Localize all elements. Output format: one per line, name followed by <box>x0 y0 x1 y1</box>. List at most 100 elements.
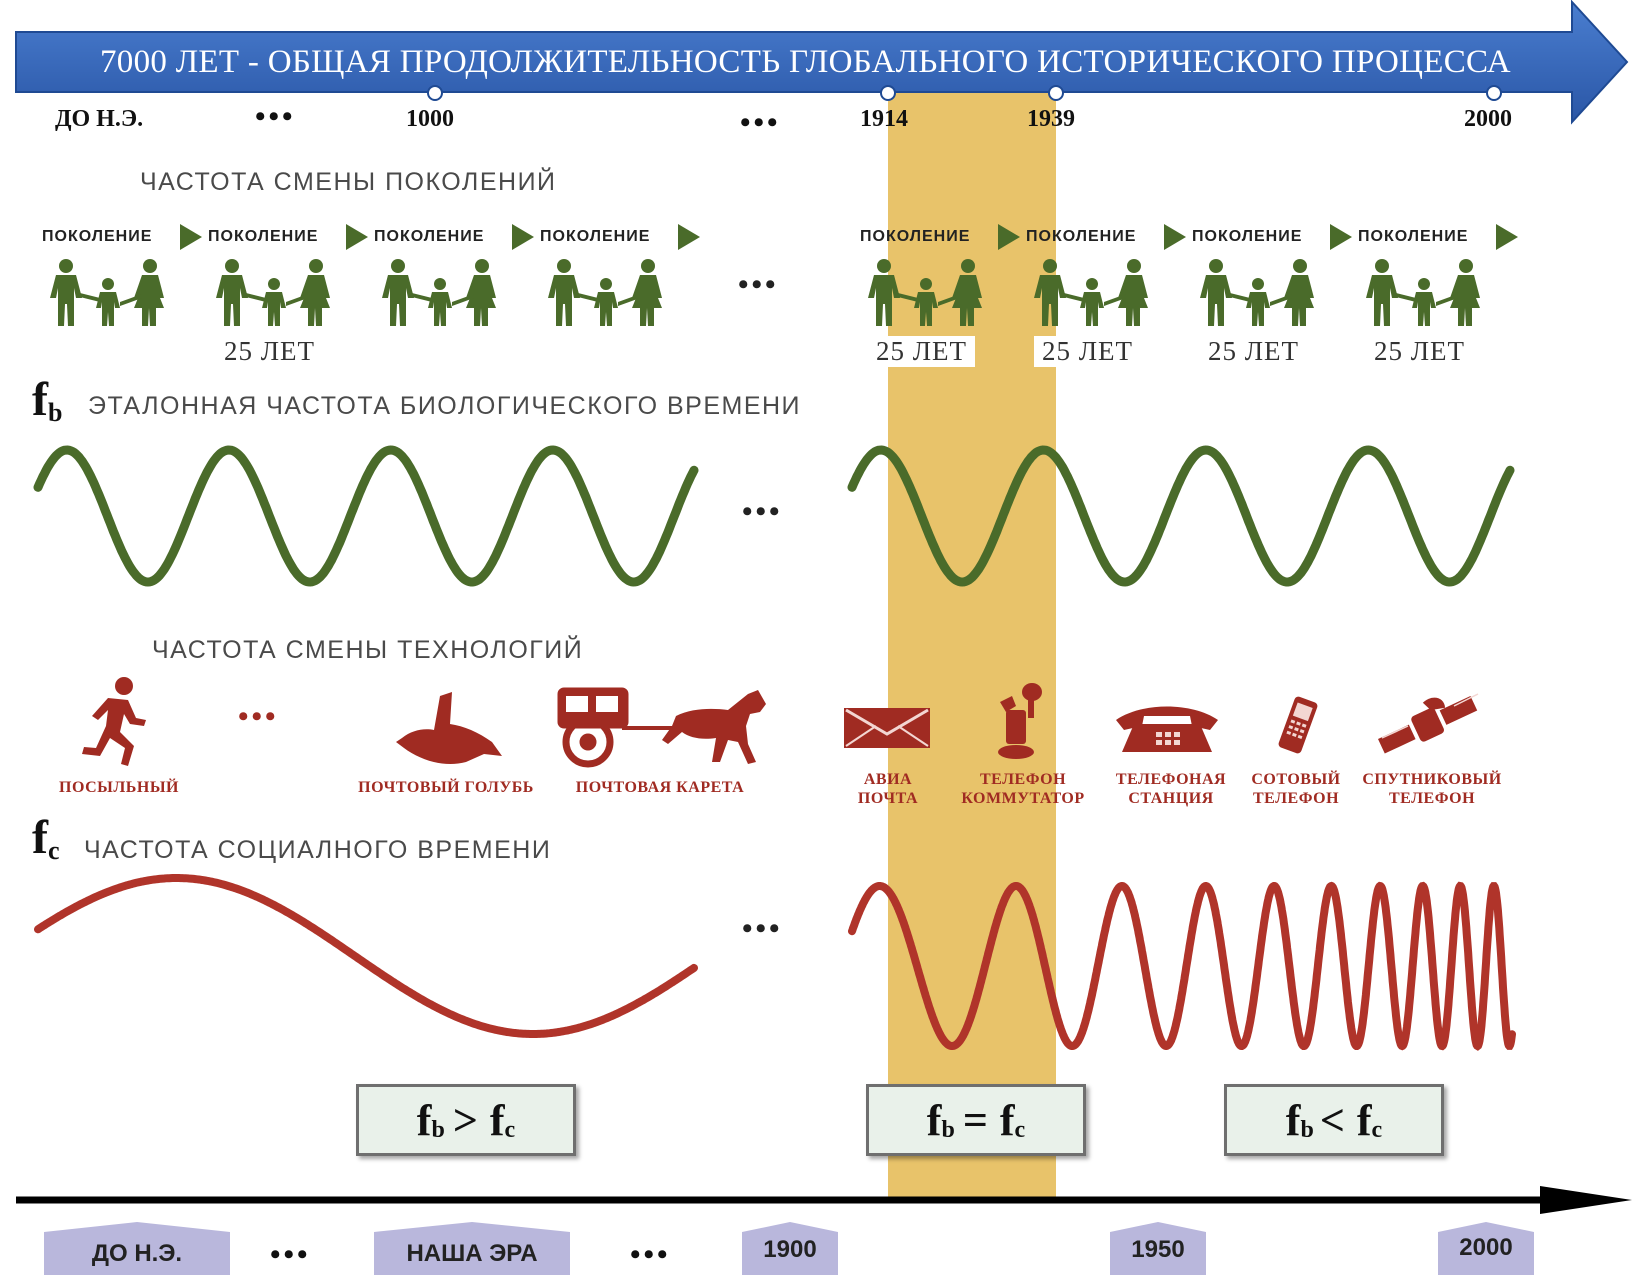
pigeon-icon <box>396 692 502 765</box>
runner-icon <box>82 677 146 766</box>
tech-label-station: ТЕЛЕФОНАЯ СТАНЦИЯ <box>1106 770 1236 808</box>
generation-arrow-icon <box>1496 224 1518 250</box>
bio-frequency-symbol: fb <box>32 372 62 427</box>
tech-label-switchboard-2: КОММУТАТОР <box>961 790 1085 807</box>
generations-title: ЧАСТОТА СМЕНЫ ПОКОЛЕНИЙ <box>140 168 557 196</box>
social-wave-chart <box>34 874 1516 1051</box>
cmp1-op: > <box>452 1095 478 1145</box>
top-timeline-year-1939: 1939 <box>1027 106 1075 132</box>
cmp1-left-sub: b <box>431 1116 445 1143</box>
generation-label: ПОКОЛЕНИЕ <box>540 228 651 245</box>
cell-phone-icon <box>1278 696 1318 754</box>
generation-arrow-icon <box>998 224 1020 250</box>
generation-label: ПОКОЛЕНИЕ <box>1192 228 1303 245</box>
tech-label-carriage: ПОЧТОВАЯ КАРЕТА <box>560 778 760 797</box>
tech-label-satphone-1: СПУТНИКОВЫЙ <box>1362 771 1502 788</box>
family-icon <box>46 258 170 333</box>
top-timeline-dots-1: ••• <box>255 100 296 133</box>
family-icon <box>1196 258 1320 333</box>
generation-arrow-icon <box>180 224 202 250</box>
top-timeline-start-label: ДО Н.Э. <box>55 106 144 132</box>
top-timeline-ticks <box>427 85 1502 101</box>
generation-duration-label: 25 ЛЕТ <box>224 336 316 366</box>
bottom-timeline-dots-1: ••• <box>270 1238 311 1271</box>
tech-label-messenger-1: ПОСЫЛЬНЫЙ <box>59 779 179 796</box>
generation-duration-label: 25 ЛЕТ <box>868 336 976 367</box>
tech-label-switchboard-1: ТЕЛЕФОН <box>979 771 1067 788</box>
generation-duration-label: 25 ЛЕТ <box>1208 336 1300 366</box>
bio-frequency-f: f <box>32 373 48 426</box>
era-pill-1900: 1900 <box>763 1235 817 1263</box>
top-timeline-year-1914: 1914 <box>860 106 908 132</box>
family-icon <box>864 258 988 333</box>
social-frequency-title: ЧАСТОТА СОЦИАЛНОГО ВРЕМЕНИ <box>84 836 552 864</box>
social-frequency-sub: c <box>47 836 60 865</box>
family-icon <box>544 258 668 333</box>
header-arrow <box>15 0 1629 125</box>
cmp2-left-sub: b <box>941 1116 955 1143</box>
era-pill-1900-shape <box>742 1222 838 1275</box>
cmp1-right-sub: c <box>504 1116 516 1143</box>
bio-frequency-sub: b <box>47 398 63 427</box>
cmp1-right: f <box>489 1095 505 1145</box>
family-icon <box>212 258 336 333</box>
generation-duration-label: 25 ЛЕТ <box>1034 336 1142 367</box>
generation-label: ПОКОЛЕНИЕ <box>860 228 971 245</box>
cmp2-right: f <box>999 1095 1015 1145</box>
tech-label-pigeon-1: ПОЧТОВЫЙ ГОЛУБЬ <box>358 779 534 796</box>
social-wave-right <box>848 881 1516 1051</box>
generation-arrow-icon <box>512 224 534 250</box>
top-timeline-dots-2: ••• <box>740 106 781 139</box>
tech-label-cellphone-2: ТЕЛЕФОН <box>1252 790 1340 807</box>
bio-wave-right <box>847 445 1515 587</box>
tech-label-cellphone-1: СОТОВЫЙ <box>1251 771 1341 788</box>
tech-label-satphone-2: ТЕЛЕФОН <box>1388 790 1476 807</box>
cmp3-right-sub: c <box>1371 1116 1383 1143</box>
social-wave-dots: ••• <box>742 912 783 945</box>
social-wave-left <box>34 874 698 1038</box>
tech-label-airmail-2: ПОЧТА <box>857 790 919 807</box>
technologies-title: ЧАСТОТА СМЕНЫ ТЕХНОЛОГИЙ <box>152 636 584 664</box>
era-pill-bc-shape <box>44 1222 230 1275</box>
bottom-timeline-dots-2: ••• <box>630 1238 671 1271</box>
satellite-icon <box>1378 693 1479 754</box>
era-pill-2000: 2000 <box>1459 1233 1513 1261</box>
generation-arrow-icon <box>1330 224 1352 250</box>
tech-label-airmail-1: АВИА <box>863 771 913 788</box>
cmp3-left: f <box>1285 1095 1301 1145</box>
tech-label-messenger: ПОСЫЛЬНЫЙ <box>44 778 194 797</box>
family-icon <box>1030 258 1154 333</box>
header-arrow-title: 7000 ЛЕТ - ОБЩАЯ ПРОДОЛЖИТЕЛЬНОСТЬ ГЛОБА… <box>100 44 1511 80</box>
era-pill-2000-shape <box>1438 1222 1534 1275</box>
technologies-dots: ••• <box>238 700 279 733</box>
cmp2-right-sub: c <box>1014 1116 1026 1143</box>
cmp3-left-sub: b <box>1300 1116 1314 1143</box>
cmp3-op: < <box>1319 1095 1345 1145</box>
social-frequency-symbol: fc <box>32 810 60 865</box>
tech-label-carriage-1: ПОЧТОВАЯ КАРЕТА <box>575 779 745 796</box>
social-frequency-f: f <box>32 811 48 864</box>
cmp3-right: f <box>1356 1095 1372 1145</box>
cmp2-op: = <box>962 1095 988 1145</box>
bio-wave-left <box>33 445 699 587</box>
generation-label: ПОКОЛЕНИЕ <box>1026 228 1137 245</box>
generation-arrow-icon <box>678 224 700 250</box>
desk-phone-icon <box>1116 706 1218 752</box>
generation-arrow-icon <box>346 224 368 250</box>
family-icon <box>378 258 502 333</box>
tech-label-switchboard: ТЕЛЕФОН КОММУТАТОР <box>948 770 1098 808</box>
era-pill-1950-shape <box>1110 1222 1206 1275</box>
cmp2-left: f <box>926 1095 942 1145</box>
tech-label-airmail: АВИА ПОЧТА <box>838 770 938 808</box>
generation-label: ПОКОЛЕНИЕ <box>1358 228 1469 245</box>
tech-label-station-1: ТЕЛЕФОНАЯ <box>1115 771 1227 788</box>
carriage-icon <box>557 687 766 768</box>
generation-label: ПОКОЛЕНИЕ <box>42 228 153 245</box>
era-pill-1950: 1950 <box>1131 1235 1185 1263</box>
bio-frequency-title: ЭТАЛОННАЯ ЧАСТОТА БИОЛОГИЧЕСКОГО ВРЕМЕНИ <box>88 392 802 420</box>
generation-arrow-icon <box>1164 224 1186 250</box>
family-icon <box>1362 258 1486 333</box>
cmp1-left: f <box>416 1095 432 1145</box>
